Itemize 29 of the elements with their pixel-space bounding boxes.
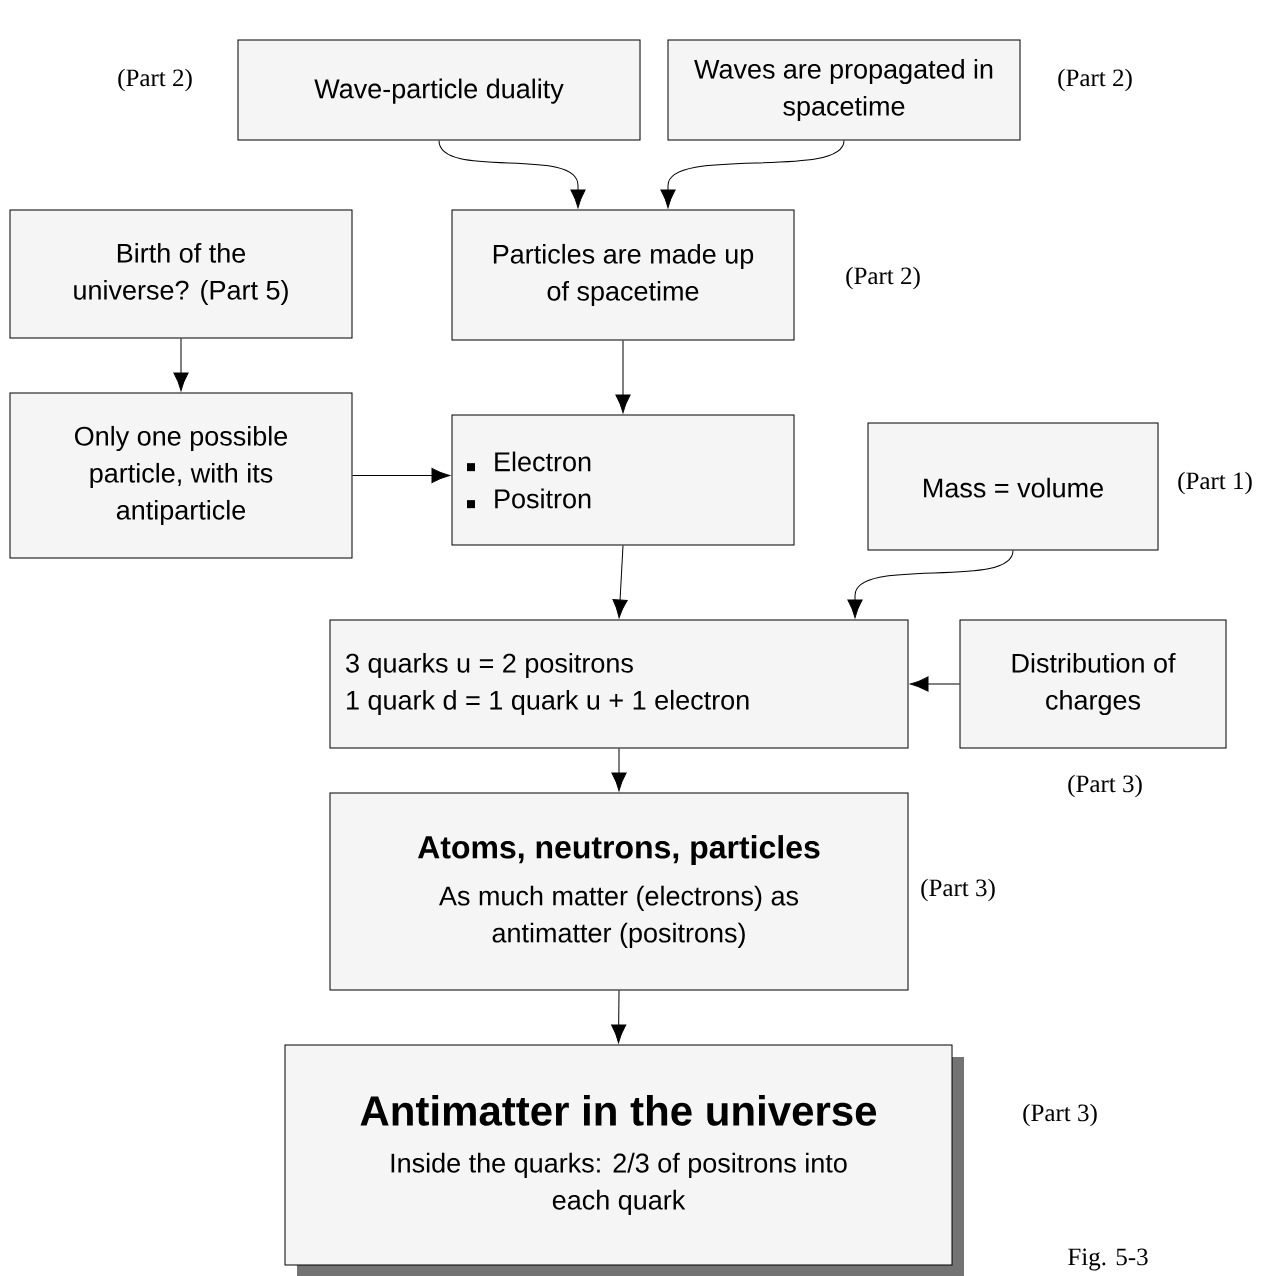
part-reference: (Part 3) <box>1068 774 1142 798</box>
flow-box: Electron Positron <box>451 414 795 546</box>
flow-box: Wave-particle duality <box>237 39 641 141</box>
arrow <box>611 990 627 1044</box>
part-reference: (Part 1) <box>1178 471 1252 495</box>
part-reference: (Part 2) <box>846 266 920 290</box>
arrow <box>615 340 631 414</box>
flow-box: Particles are made up of spacetime <box>451 209 795 341</box>
arrow <box>660 140 845 209</box>
arrow <box>438 140 586 209</box>
arrow <box>352 467 451 484</box>
flow-box: Mass = volume <box>867 422 1159 551</box>
flow-box: Atoms, neutrons, particles As much matter (electrons) as antimatter (positrons) <box>329 792 909 991</box>
flow-box-with-shadow: Antimatter in the universe Inside the quarks: 2/3 of positrons into each quark <box>284 1044 964 1276</box>
arrow <box>847 550 1014 619</box>
arrow <box>173 338 189 392</box>
flow-box: Birth of the universe? (Part 5) <box>9 209 353 339</box>
part-reference: (Part 2) <box>118 68 192 92</box>
flow-box: Waves are propagated in spacetime <box>667 39 1021 141</box>
arrow <box>612 545 628 619</box>
arrow <box>611 748 627 792</box>
part-reference: (Part 3) <box>1023 1103 1097 1127</box>
part-reference: (Part 3) <box>921 878 995 902</box>
figure-caption: Fig. 5-3 <box>1068 1248 1148 1271</box>
part-reference: (Part 2) <box>1058 68 1132 92</box>
flow-box: 3 quarks u = 2 positrons 1 quark d = 1 quark u + 1 electron <box>329 619 909 749</box>
flow-box: Distribution of charges <box>959 619 1227 749</box>
arrow <box>909 676 960 692</box>
flow-box: Only one possible particle, with its antiparticle <box>9 392 353 559</box>
